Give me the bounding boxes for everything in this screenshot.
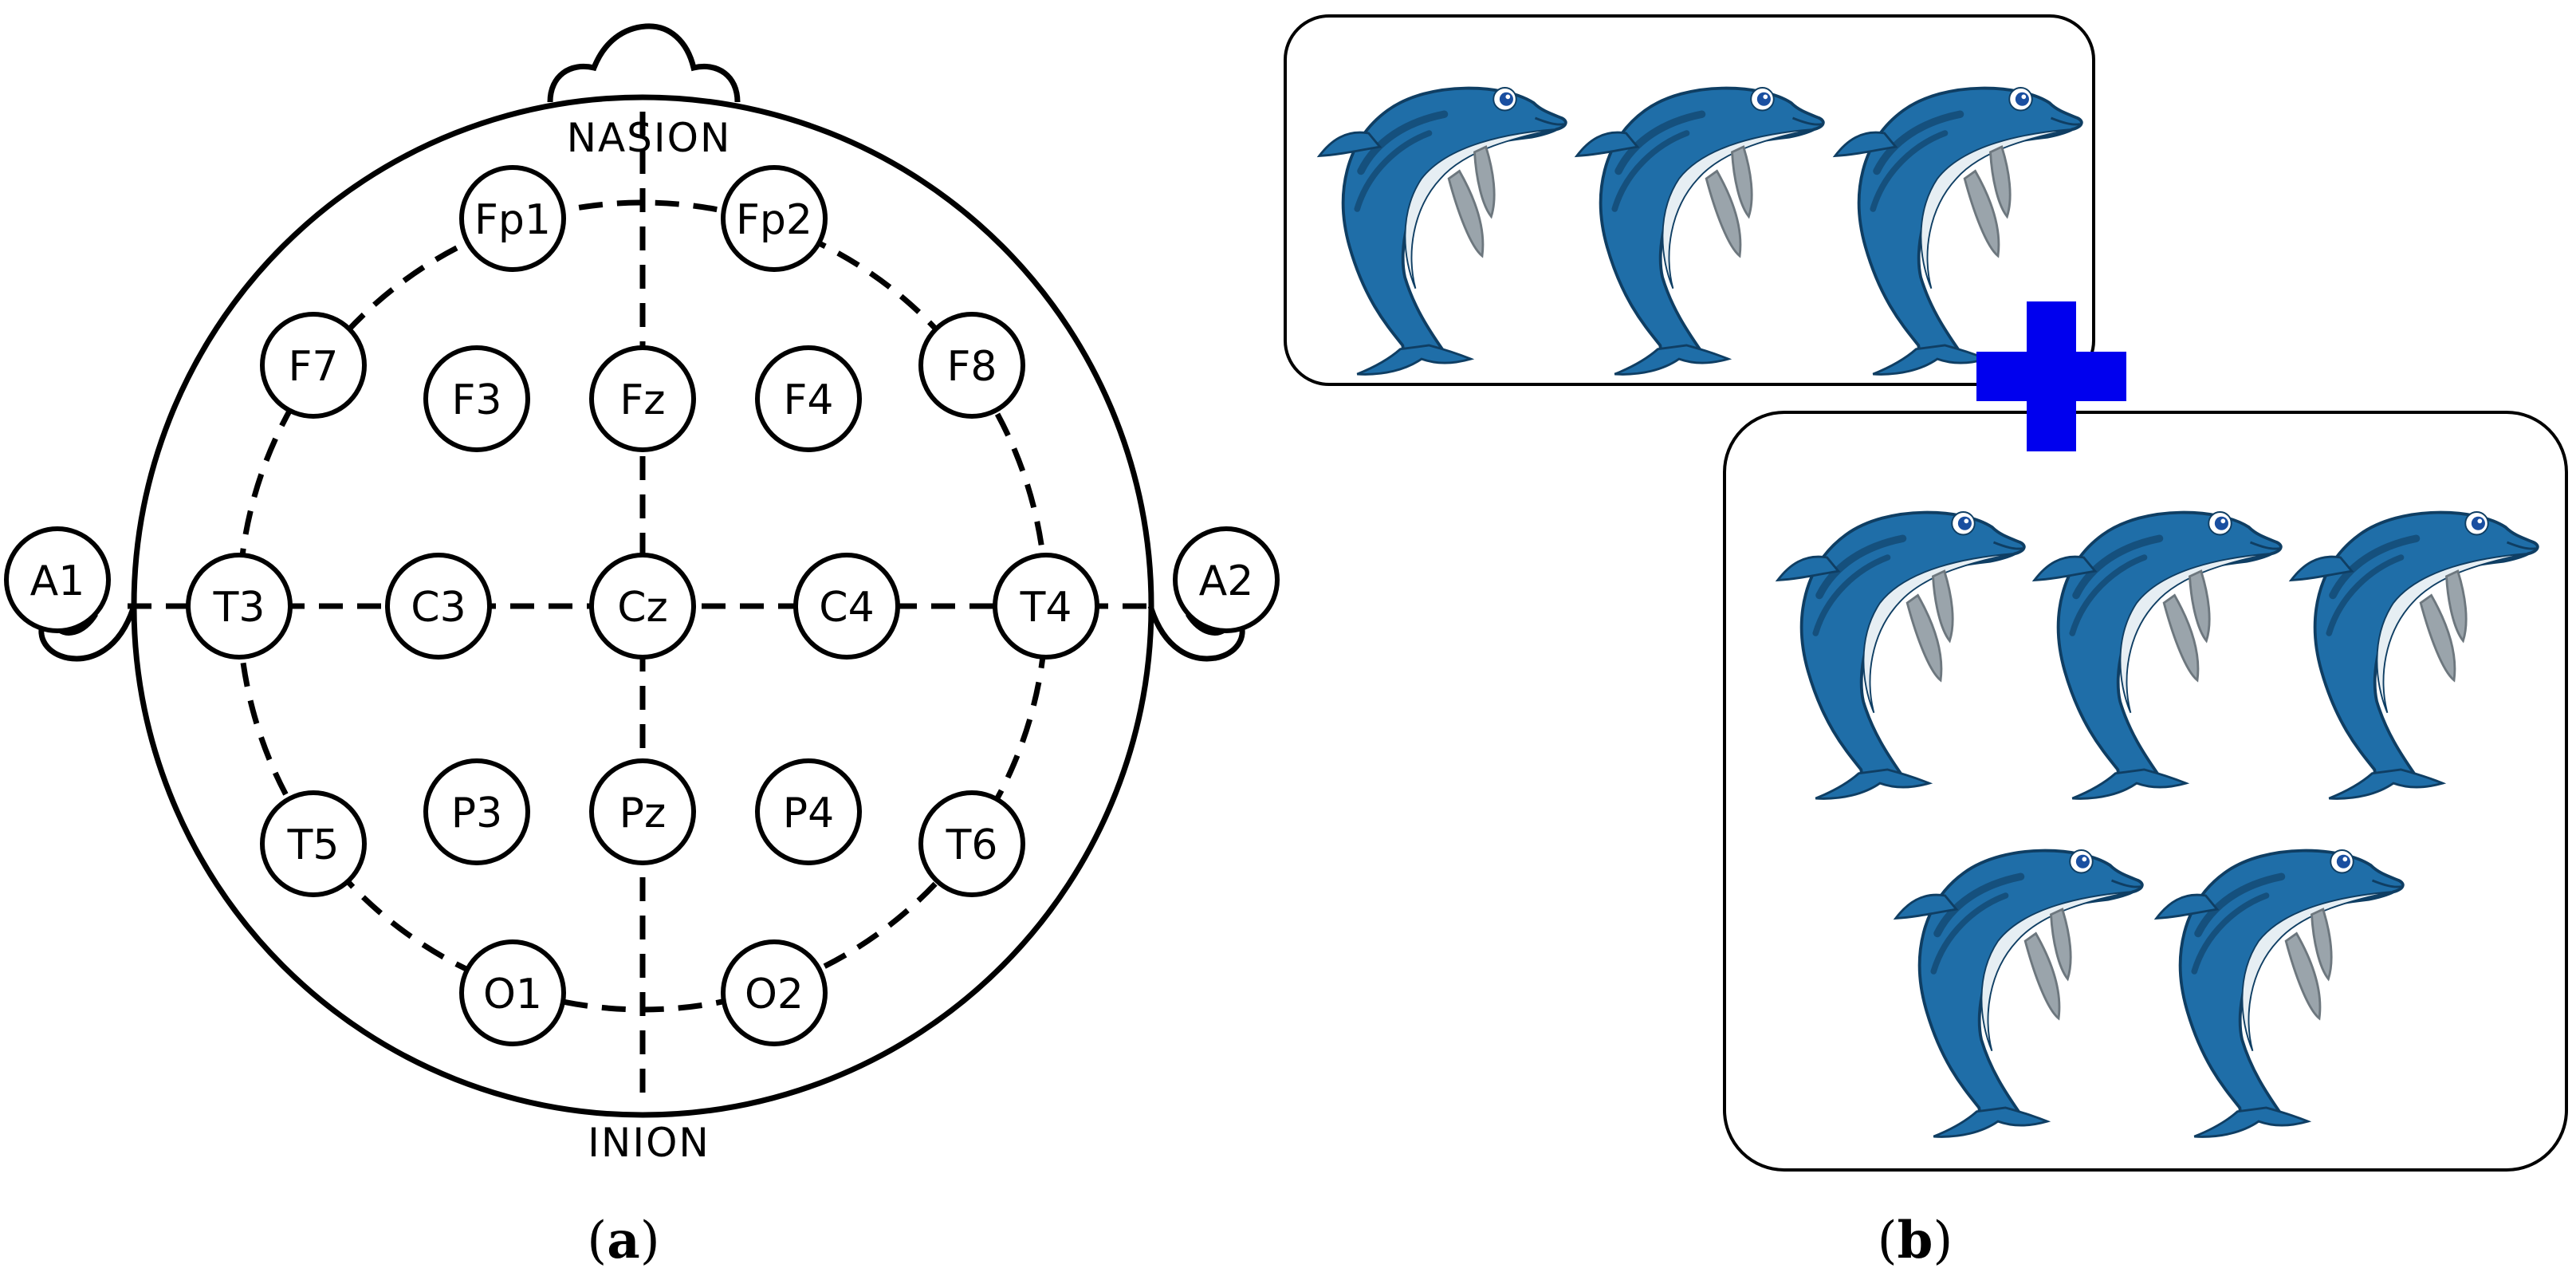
electrode-fz: Fz (589, 345, 696, 452)
electrode-f4: F4 (755, 345, 862, 452)
electrode-label: Pz (619, 790, 667, 837)
electrode-pz: Pz (589, 758, 696, 865)
electrode-circle (755, 345, 862, 452)
electrode-label: Fp1 (474, 196, 551, 244)
electrode-circle (260, 790, 367, 897)
electrode-label: O1 (483, 971, 542, 1018)
electrode-circle (4, 526, 111, 633)
electrode-label: O2 (745, 971, 804, 1018)
electrode-fp1: Fp1 (459, 165, 566, 272)
electrode-c3: C3 (385, 553, 492, 660)
nasion-label: NASION (567, 115, 732, 161)
electrode-o1: O1 (459, 939, 566, 1046)
electrode-label: Fp2 (736, 196, 812, 244)
electrode-circle (793, 553, 900, 660)
electrode-circle (459, 165, 566, 272)
electrode-a1: A1 (4, 526, 111, 633)
electrode-label: F4 (784, 376, 834, 424)
electrode-circle (721, 939, 828, 1046)
panel-b-label: (b) (1878, 1211, 1953, 1270)
electrode-circle (1173, 526, 1280, 633)
electrode-label: T6 (946, 821, 998, 869)
electrode-label: A1 (30, 557, 85, 605)
electrode-circle (186, 553, 293, 660)
electrode-label: Cz (617, 584, 668, 632)
electrode-label: C3 (411, 584, 466, 632)
electrode-t6: T6 (918, 790, 1025, 897)
electrode-circle (918, 790, 1025, 897)
electrode-t3: T3 (186, 553, 293, 660)
right-ear-outline (1147, 605, 1245, 662)
electrode-label: P3 (451, 790, 502, 837)
electrode-cz: Cz (589, 553, 696, 660)
electrode-label: T5 (287, 821, 340, 869)
electrode-circle (589, 345, 696, 452)
electrode-fp2: Fp2 (721, 165, 828, 272)
nose-outline (547, 23, 741, 103)
electrode-t5: T5 (260, 790, 367, 897)
electrode-f3: F3 (423, 345, 530, 452)
electrode-o2: O2 (721, 939, 828, 1046)
electrode-circle (260, 312, 367, 419)
electrode-label: C4 (819, 584, 874, 632)
electrode-circle (423, 758, 530, 865)
electrode-label: F7 (289, 343, 339, 391)
electrode-label: A2 (1199, 557, 1254, 605)
electrode-circle (755, 758, 862, 865)
electrode-p3: P3 (423, 758, 530, 865)
electrode-circle (589, 758, 696, 865)
electrode-t4: T4 (993, 553, 1099, 660)
electrode-circle (589, 553, 696, 660)
electrode-label: T4 (1020, 584, 1072, 632)
plus-icon (1976, 301, 2126, 451)
electrode-circle (385, 553, 492, 660)
panel-a-label: (a) (587, 1211, 659, 1270)
electrode-circle (721, 165, 828, 272)
inion-label: INION (588, 1120, 710, 1166)
electrode-p4: P4 (755, 758, 862, 865)
electrode-label: F8 (947, 343, 997, 391)
electrode-f7: F7 (260, 312, 367, 419)
electrode-a2: A2 (1173, 526, 1280, 633)
electrode-label: P4 (783, 790, 834, 837)
electrode-circle (459, 939, 566, 1046)
electrode-c4: C4 (793, 553, 900, 660)
electrode-label: T3 (213, 584, 265, 632)
electrode-circle (423, 345, 530, 452)
electrode-circle (993, 553, 1099, 660)
electrode-f8: F8 (918, 312, 1025, 419)
electrode-label: F3 (452, 376, 502, 424)
electrode-label: Fz (619, 376, 665, 424)
electrode-circle (918, 312, 1025, 419)
left-ear-outline (38, 605, 137, 662)
